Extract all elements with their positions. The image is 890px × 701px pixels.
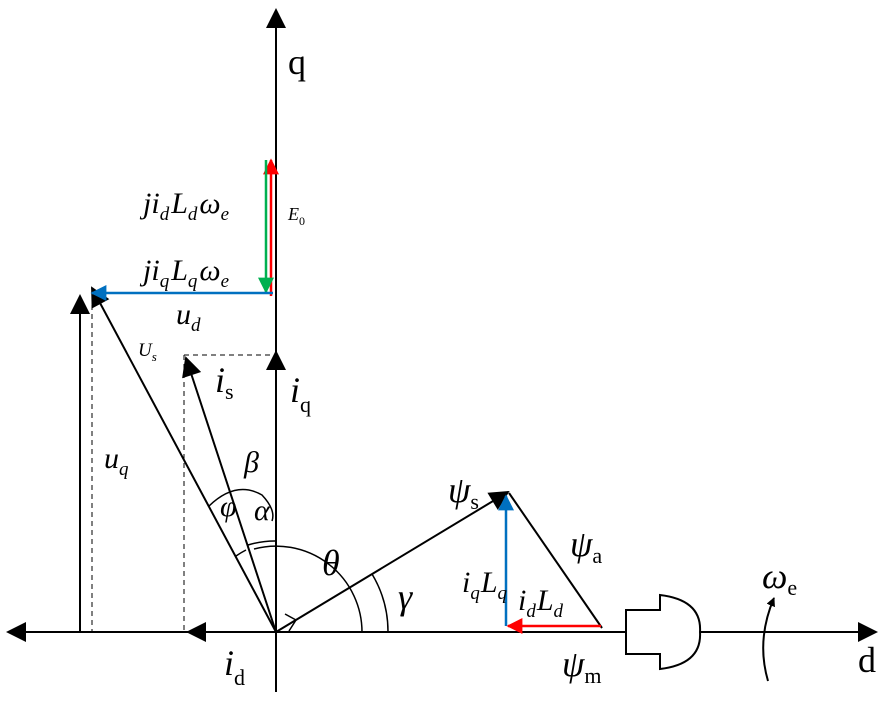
psi-s-label: ψs [448, 470, 479, 514]
iq-label: iq [290, 370, 311, 417]
psi-m-label: ψm [562, 644, 601, 688]
rotor-direction-shape [625, 593, 702, 671]
d-axis-label: d [858, 640, 876, 680]
phi-label: φ [220, 490, 237, 523]
us-label: Us [138, 340, 157, 364]
gamma-arc [371, 573, 389, 633]
psi-a-label: ψa [570, 524, 602, 568]
beta-arc [208, 488, 274, 522]
omega-e-arrow [762, 597, 775, 682]
jidldwe-label: jidLdωe [139, 187, 229, 225]
id-label: id [224, 643, 245, 690]
gamma-label: γ [398, 577, 413, 617]
theta-label: θ [322, 543, 340, 583]
idld-label: idLd [518, 584, 564, 622]
psi-s-vector [275, 490, 510, 633]
jiqlqwe-label: jiqLqωe [139, 254, 229, 292]
ud-label: ud [176, 298, 201, 336]
q-axis-label: q [288, 42, 306, 82]
theta-arc [253, 545, 363, 633]
is-vector [182, 356, 277, 633]
alpha-label: α [254, 494, 271, 527]
omega-e-label: ωe [762, 556, 797, 600]
us-vector [91, 286, 277, 633]
is-label: is [215, 360, 234, 404]
iqlq-label: iqLq [462, 566, 508, 604]
psi-a-line [508, 492, 603, 629]
alpha-arc [247, 540, 277, 546]
e0-label: E0 [287, 204, 305, 228]
right-angle-marker [284, 613, 298, 632]
beta-label: β [243, 446, 259, 479]
phi-arc [235, 549, 247, 557]
uq-label: uq [104, 442, 129, 480]
